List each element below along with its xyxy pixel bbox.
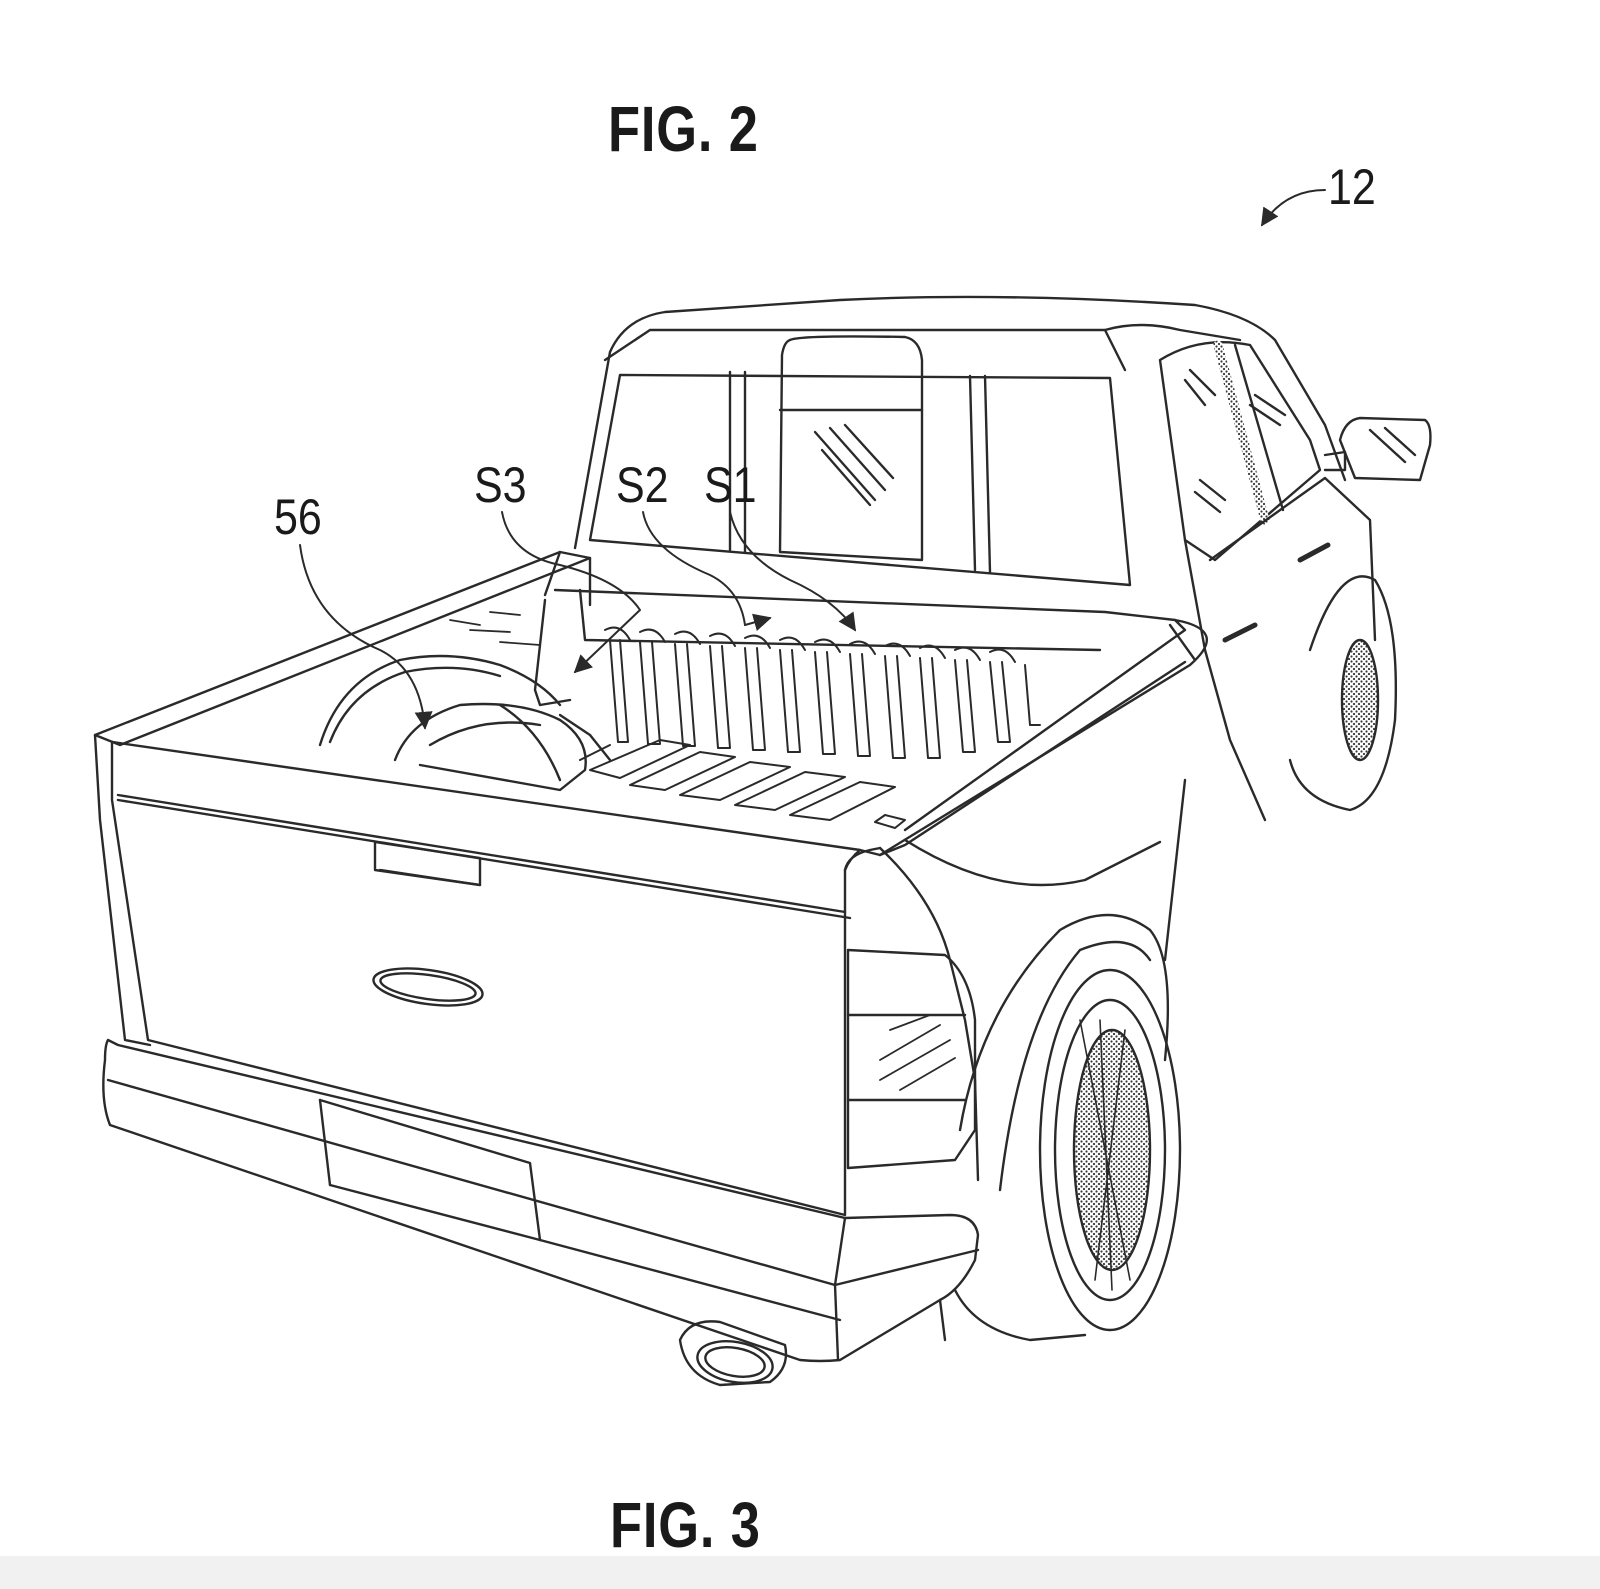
exhaust-tip — [678, 1320, 788, 1387]
side-mirror — [1338, 416, 1432, 482]
bed-object-56 — [318, 654, 612, 792]
tailgate-emblem — [372, 967, 484, 1007]
rear-window — [588, 373, 1132, 587]
pickup-truck-drawing — [93, 189, 1432, 1387]
reference-numeral-12: 12 — [1328, 159, 1376, 215]
cab — [573, 295, 1347, 587]
side-doors — [1158, 340, 1432, 822]
right-body-side — [846, 838, 1162, 1182]
right-bed-rail — [858, 618, 1208, 857]
reference-numeral-s1: S1 — [704, 457, 757, 513]
leader-s3 — [501, 511, 641, 674]
leader-s2 — [642, 511, 746, 626]
bed-front-wall — [553, 588, 1187, 832]
rear-wheel — [953, 778, 1187, 1342]
leader-56 — [299, 544, 433, 730]
reference-numeral-56: 56 — [274, 489, 322, 545]
rear-sliding-window — [778, 335, 924, 562]
front-wheel — [1288, 575, 1398, 812]
figure-2-title: FIG. 2 — [608, 93, 759, 165]
figure-3-title: FIG. 3 — [610, 1489, 761, 1561]
reference-numeral-s3: S3 — [474, 457, 527, 513]
rear-bumper — [102, 1038, 980, 1363]
tailgate — [110, 740, 882, 1217]
bottom-band — [0, 1556, 1600, 1589]
bed-walls — [93, 550, 1208, 1047]
tailgate-handle — [373, 840, 482, 887]
reference-numeral-s2: S2 — [616, 457, 669, 513]
bed-ribs — [579, 626, 1041, 829]
leader-12 — [1261, 189, 1326, 227]
leader-lines — [299, 189, 1326, 730]
leader-s1 — [729, 511, 856, 632]
taillight — [846, 948, 977, 1170]
